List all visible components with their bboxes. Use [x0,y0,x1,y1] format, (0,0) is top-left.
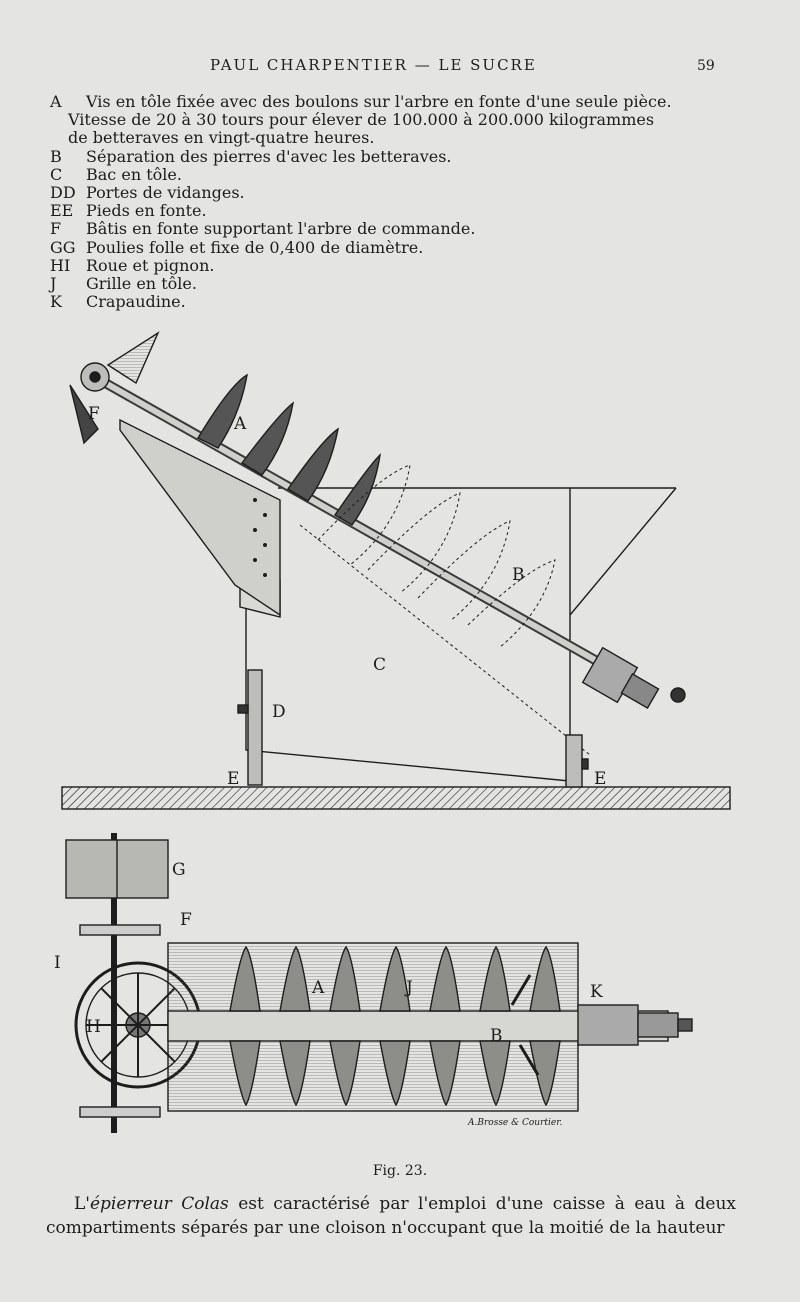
label-A-bottom: A [311,978,325,998]
label-F-bottom: F [180,910,192,930]
legend-item: HI Roue et pignon. [50,255,750,275]
plan-view [65,833,693,1133]
legend-key: J [50,274,57,294]
legend-key: A [50,92,62,111]
legend-key: F [50,219,62,239]
legend-text: Bâtis en fonte supportant l'arbre de com… [86,219,476,239]
body-rest: est caractérisé par l'emploi d'une caiss… [46,1194,736,1238]
engraving-figure: F A B C D E E [50,325,750,1135]
label-A-top: A [233,414,247,434]
label-D-top: D [272,702,286,722]
legend-item: C Bac en tôle. [50,164,750,184]
legend-line: Vitesse de 20 à 30 tours pour élever de … [68,110,655,130]
body-prefix: L' [74,1194,90,1214]
figure-legend: A Vis en tôle fixée avec des boulons sur… [50,92,750,311]
body-italic: épierreur Colas [89,1194,229,1214]
legend-text: Séparation des pierres d'avec les better… [86,146,452,166]
page-number: 59 [697,58,715,74]
label-G: G [172,860,186,880]
running-title: PAUL CHARPENTIER — LE SUCRE [210,56,537,74]
legend-key: K [50,292,62,312]
label-E-right: E [594,769,606,789]
legend-item: DD Portes de vidanges. [50,183,750,203]
legend-item: GG Poulies folle et fixe de 0,400 de dia… [50,237,750,257]
legend-item: F Bâtis en fonte supportant l'arbre de c… [50,220,750,238]
running-header: PAUL CHARPENTIER — LE SUCRE 59 [0,56,800,80]
body-paragraph: L'épierreur Colas est caractérisé par l'… [46,1192,736,1240]
legend-key: DD [50,183,76,203]
side-elevation [61,331,731,810]
legend-key: EE [50,201,74,221]
legend-line: de betteraves en vingt-quatre heures. [68,128,375,148]
label-K: K [590,982,603,1002]
legend-key: GG [50,237,76,257]
legend-text: Bac en tôle. [86,164,182,184]
legend-text: Portes de vidanges. [86,183,245,203]
legend-text: Grille en tôle. [86,274,197,294]
label-H: H [86,1017,101,1037]
legend-text: Vis en tôle fixée avec des boulons sur l… [50,92,750,148]
legend-text: Pieds en fonte. [86,201,207,221]
legend-text: Poulies folle et fixe de 0,400 de diamèt… [86,237,424,257]
legend-text: Crapaudine. [86,292,186,312]
label-J: J [404,978,413,998]
legend-line: Vis en tôle fixée avec des boulons sur l… [86,92,672,111]
label-B-top: B [512,565,525,585]
legend-item: B Séparation des pierres d'avec les bett… [50,146,750,166]
legend-key: C [50,164,63,184]
legend-item: EE Pieds en fonte. [50,202,750,220]
label-B-bottom: B [490,1026,503,1046]
legend-text: Roue et pignon. [86,255,215,275]
label-I: I [54,953,61,973]
legend-item: K Crapaudine. [50,293,750,311]
figure-caption: Fig. 23. [372,1163,428,1179]
stone-separator-engraving: F A B C D E E [54,331,731,1133]
legend-key: HI [50,255,71,275]
legend-item: A Vis en tôle fixée avec des boulons sur… [50,92,750,148]
legend-key: B [50,146,62,166]
label-F-top: F [88,404,100,424]
engraver-signature: A.Brosse & Courtier. [467,1118,563,1128]
label-C-top: C [373,655,386,675]
label-E-left: E [227,769,239,789]
legend-item: J Grille en tôle. [50,274,750,294]
